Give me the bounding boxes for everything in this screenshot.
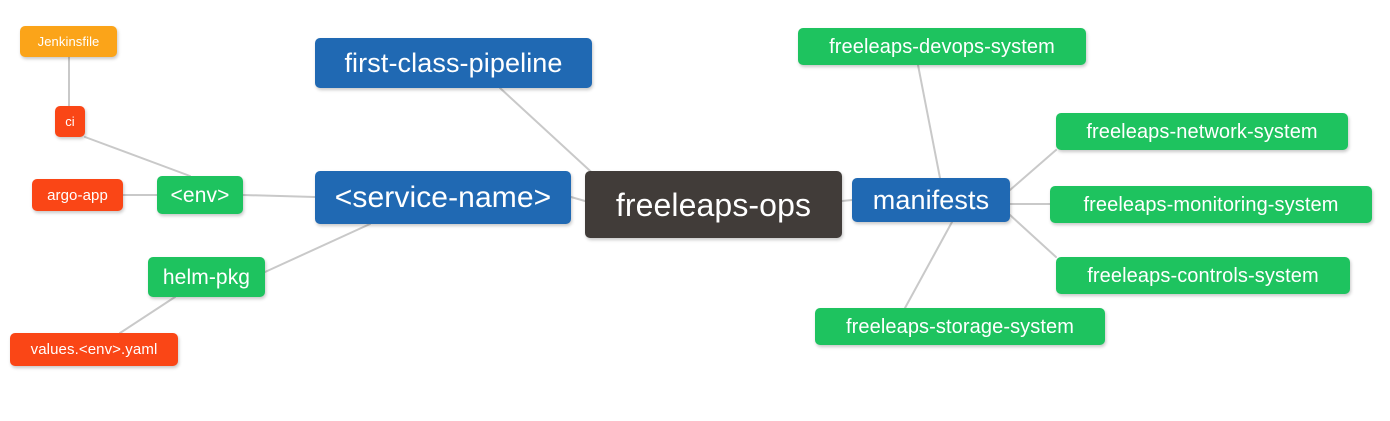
node-label: values.<env>.yaml bbox=[30, 341, 158, 358]
node-label: freeleaps-controls-system bbox=[1087, 264, 1319, 287]
node-helm-pkg[interactable]: helm-pkg bbox=[148, 257, 265, 297]
node-argo-app[interactable]: argo-app bbox=[32, 179, 123, 211]
node-freeleaps-ops[interactable]: freeleaps-ops bbox=[585, 171, 842, 238]
node-label: freeleaps-ops bbox=[615, 186, 812, 223]
node-manifests[interactable]: manifests bbox=[852, 178, 1010, 222]
edge-freeleaps-ops-to-manifests bbox=[841, 199, 853, 202]
node-label: argo-app bbox=[47, 186, 108, 204]
node-freeleaps-devops-system[interactable]: freeleaps-devops-system bbox=[798, 28, 1086, 65]
node-label: first-class-pipeline bbox=[344, 47, 563, 78]
node-label: <service-name> bbox=[334, 180, 552, 214]
node-values-env-yaml[interactable]: values.<env>.yaml bbox=[10, 333, 178, 366]
node-ci[interactable]: ci bbox=[55, 106, 85, 137]
edge-manifests-to-freeleaps-devops-system bbox=[917, 64, 941, 179]
edge-service-name-to-env bbox=[242, 194, 316, 198]
edge-manifests-to-freeleaps-storage-system bbox=[904, 221, 953, 309]
edge-env-to-ci bbox=[84, 136, 191, 177]
edge-freeleaps-ops-to-service-name bbox=[570, 196, 586, 202]
edge-manifests-to-freeleaps-network-system bbox=[1009, 149, 1057, 191]
node-first-class-pipeline[interactable]: first-class-pipeline bbox=[315, 38, 592, 88]
edge-freeleaps-ops-to-first-class-pipeline bbox=[499, 87, 601, 181]
node-label: freeleaps-monitoring-system bbox=[1083, 193, 1339, 216]
node-label: freeleaps-devops-system bbox=[829, 35, 1055, 58]
node-label: manifests bbox=[872, 184, 990, 215]
node-jenkinsfile[interactable]: Jenkinsfile bbox=[20, 26, 117, 57]
node-freeleaps-monitoring-system[interactable]: freeleaps-monitoring-system bbox=[1050, 186, 1372, 223]
node-label: <env> bbox=[170, 183, 230, 207]
node-freeleaps-controls-system[interactable]: freeleaps-controls-system bbox=[1056, 257, 1350, 294]
node-freeleaps-network-system[interactable]: freeleaps-network-system bbox=[1056, 113, 1348, 150]
node-label: ci bbox=[65, 114, 75, 129]
node-env[interactable]: <env> bbox=[157, 176, 243, 214]
node-service-name[interactable]: <service-name> bbox=[315, 171, 571, 224]
node-label: freeleaps-storage-system bbox=[845, 315, 1075, 338]
edge-helm-pkg-to-values-env-yaml bbox=[119, 296, 176, 334]
edge-service-name-to-helm-pkg bbox=[264, 223, 371, 273]
node-label: freeleaps-network-system bbox=[1086, 120, 1318, 143]
node-label: Jenkinsfile bbox=[37, 34, 100, 49]
node-label: helm-pkg bbox=[162, 265, 251, 289]
node-freeleaps-storage-system[interactable]: freeleaps-storage-system bbox=[815, 308, 1105, 345]
edge-manifests-to-freeleaps-controls-system bbox=[1009, 214, 1057, 258]
